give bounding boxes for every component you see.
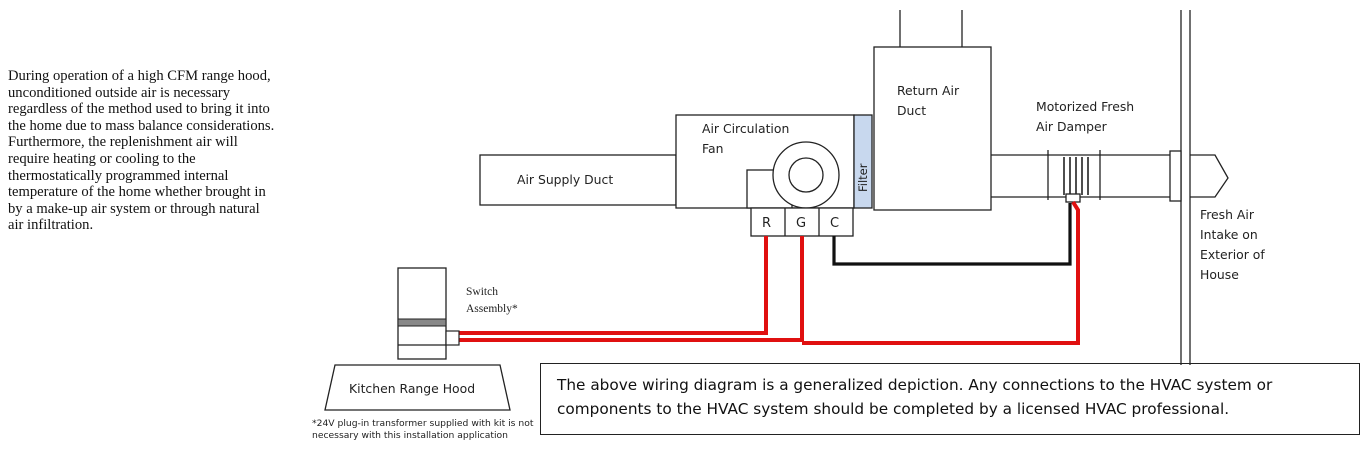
filter: [853, 114, 873, 209]
return-air-duct-label-line1: Return Air: [897, 83, 960, 98]
fresh-air-label-line4: House: [1200, 267, 1239, 282]
disclaimer-box: The above wiring diagram is a generalize…: [540, 363, 1360, 435]
damper-label-line2: Air Damper: [1036, 119, 1108, 134]
fresh-air-label-line2: Intake on: [1200, 227, 1258, 242]
terminal-block: [750, 207, 854, 237]
switch-assembly: [445, 330, 460, 346]
terminal-g: G: [796, 216, 806, 231]
wire-r: [458, 236, 768, 335]
damper-label-line1: Motorized Fresh: [1036, 99, 1134, 114]
fresh-air-duct: [991, 150, 1170, 200]
filter-label: Filter: [856, 163, 870, 192]
air-circulation-fan-label-line2: Fan: [702, 141, 723, 156]
blower-fan: [746, 141, 840, 209]
switch-label-line2: Assembly*: [466, 303, 518, 315]
wire-g: [458, 236, 804, 342]
range-hood-label: Kitchen Range Hood: [349, 381, 475, 396]
switch-label-line1: Switch: [466, 286, 498, 298]
terminal-c: C: [830, 216, 839, 231]
fresh-air-label-line3: Exterior of: [1200, 247, 1265, 262]
transformer-footnote: *24V plug-in transformer supplied with k…: [312, 418, 534, 442]
exterior-wall: [1180, 10, 1191, 365]
wire-damper-hot: [802, 200, 1080, 345]
air-circulation-fan-label-line1: Air Circulation: [702, 121, 789, 136]
kitchen-range-hood: [324, 267, 511, 411]
return-air-duct: [873, 10, 992, 211]
return-air-duct-label-line2: Duct: [897, 103, 926, 118]
fresh-air-intake-hood: [1169, 150, 1229, 202]
motorized-damper: [1063, 157, 1089, 203]
air-supply-duct-label: Air Supply Duct: [517, 172, 613, 187]
fresh-air-label-line1: Fresh Air: [1200, 207, 1255, 222]
wire-c: [832, 203, 1072, 266]
intro-paragraph: During operation of a high CFM range hoo…: [8, 68, 275, 234]
terminal-r: R: [762, 216, 771, 231]
